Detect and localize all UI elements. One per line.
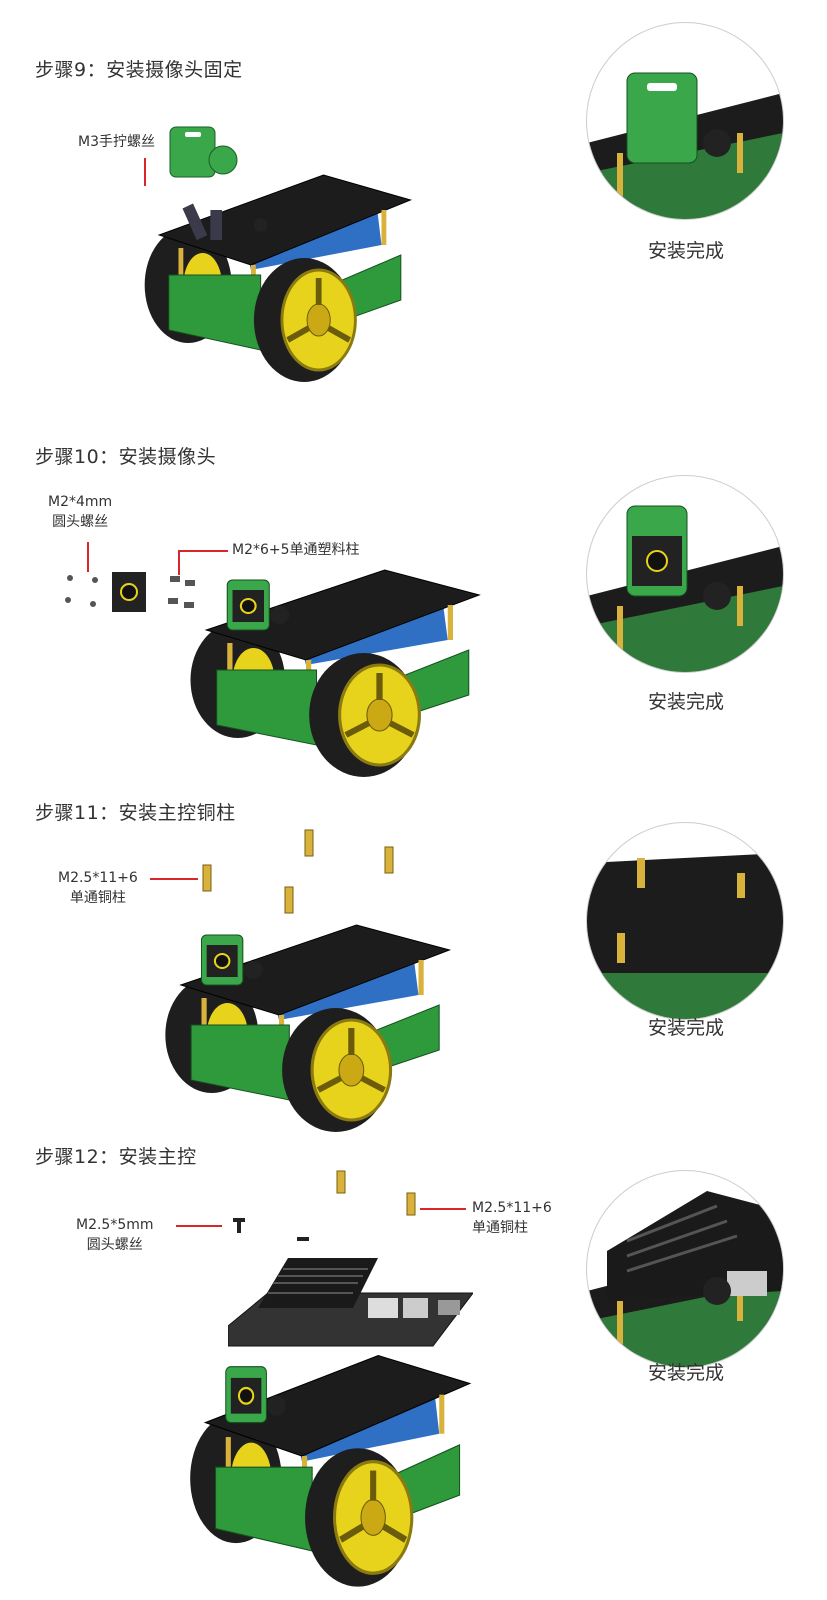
robot-car-illustration [180,565,495,780]
robot-car-illustration [180,1350,485,1590]
completed-view-step-12 [586,1170,784,1368]
callout-line2: 圆头螺丝 [52,514,109,530]
step-11-title: 步骤11：安装主控铜柱 [35,802,236,824]
callout-line [420,1208,466,1210]
completed-view-step-10 [586,475,784,673]
callout-line [176,1225,222,1227]
top-plate [203,1354,472,1457]
front-wheel [305,1448,414,1587]
closeup-illustration [587,505,783,672]
closeup-illustration [587,853,783,1019]
green-chassis [190,1004,440,1101]
callout-line1: M2*4mm [48,494,113,510]
camera-mount [200,934,263,986]
step-10-done-label: 安装完成 [647,691,724,713]
completed-view-step-9 [586,22,784,220]
brass-standoff [304,829,314,857]
callout-line2: 单通铜柱 [69,890,126,906]
completed-view-step-11 [586,822,784,1020]
jetson-nano-board [227,1248,475,1348]
step-10-title: 步骤10：安装摄像头 [35,446,217,468]
callout-m3-thumb-screw: M3手拧螺丝 [78,134,155,150]
brass-standoff [284,886,294,914]
front-wheel [282,1008,393,1132]
green-chassis [216,649,470,746]
callout-line2: 单通铜柱 [472,1220,528,1236]
robot-car-illustration [135,170,425,385]
camera-module-part [60,568,200,618]
closeup-illustration [587,72,783,219]
camera-mount [226,579,290,631]
callout-line1: M2.5*11+6 [472,1200,552,1216]
callout-line [178,550,180,575]
green-chassis [168,254,402,351]
callout-line1: M2.5*5mm [76,1217,154,1233]
callout-m2-5-5mm-screw: M2.5*5mm 圆头螺丝 [76,1215,154,1255]
brass-standoff-and-screw [225,1165,425,1245]
green-chassis [215,1444,461,1552]
top-plate [204,569,481,661]
callout-m2-5-brass-standoff: M2.5*11+6 单通铜柱 [58,868,138,908]
callout-m2-5-brass-standoff: M2.5*11+6 单通铜柱 [472,1198,552,1238]
callout-line [150,878,198,880]
camera-mount [225,1366,286,1424]
camera-mount-part [165,122,245,187]
closeup-illustration [587,1191,783,1367]
brass-standoff [202,864,212,892]
step-12-title: 步骤12：安装主控 [35,1146,197,1168]
step-9-done-label: 安装完成 [647,240,724,262]
step-9-title: 步骤9：安装摄像头固定 [35,59,243,81]
top-plate [157,174,413,266]
brass-standoffs [195,825,405,920]
top-plate [179,924,452,1016]
step-11-done-label: 安装完成 [647,1017,724,1039]
brass-standoff [384,846,394,874]
front-wheel [309,653,421,777]
callout-m2-4mm-screw: M2*4mm 圆头螺丝 [48,492,112,532]
callout-line [178,550,228,552]
callout-line1: M2.5*11+6 [58,870,138,886]
callout-line [144,158,146,186]
callout-m2-plastic-standoff: M2*6+5单通塑料柱 [232,542,360,558]
step-12-done-label: 安装完成 [647,1362,724,1384]
camera-mount-bracket [182,203,268,241]
front-wheel [253,258,357,382]
callout-line2: 圆头螺丝 [86,1237,143,1253]
robot-car-illustration [155,920,465,1135]
callout-line [87,542,89,572]
